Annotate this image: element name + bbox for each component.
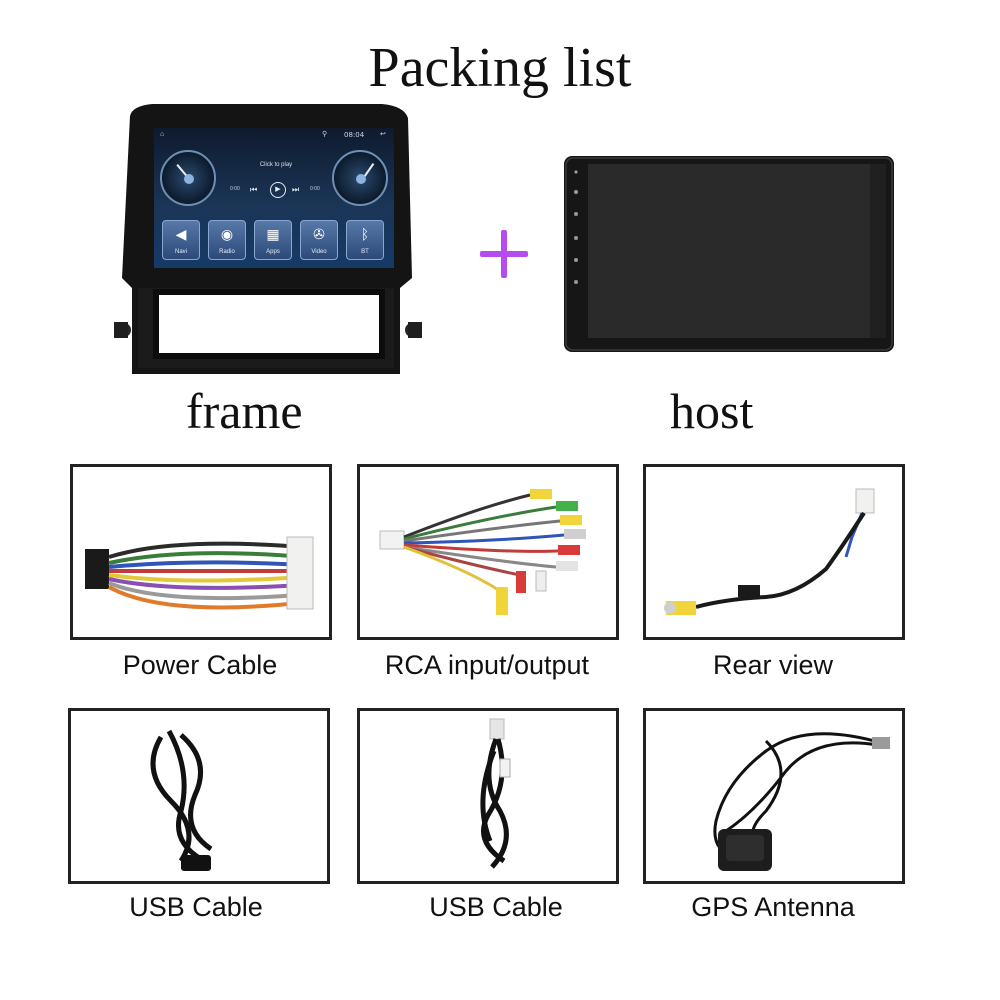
rca-cables-image [379, 489, 586, 615]
power-cable-harness-image [85, 536, 314, 610]
accessory-label: Rear view [712, 650, 834, 680]
home-icon: ⌂ [160, 131, 165, 138]
plus-icon [480, 230, 528, 278]
bluetooth-icon: ᛒ [360, 226, 370, 242]
frame-head-unit-image: ⌂ ⚲ 08:04 ↩ Click to play 0:00 ⏮ ▶ ⏭ 0:0… [112, 102, 424, 380]
next-track-icon[interactable]: ⏭ [292, 185, 300, 194]
film-reel-icon: ✇ [313, 226, 325, 242]
rpm-gauge-icon [332, 150, 388, 206]
click-to-play-label[interactable]: Click to play [259, 162, 293, 168]
accessory-label: GPS Antenna [691, 892, 855, 922]
gps-antenna-box [643, 708, 905, 884]
accessory-label: USB Cable [129, 892, 263, 922]
navigation-icon: ◀ [175, 226, 187, 242]
page-title: Packing list [368, 37, 632, 99]
time-end: 0:00 [310, 186, 320, 192]
app-label: Radio [219, 249, 235, 255]
app-dock: ◀ Navi ◉ Radio ▦ Apps ✇ Video ᛒ BT [160, 220, 388, 264]
play-icon[interactable]: ▶ [270, 182, 286, 198]
app-label: Navi [174, 249, 187, 255]
time-start: 0:00 [230, 186, 240, 192]
app-navi-button[interactable]: ◀ Navi [162, 220, 200, 260]
app-bt-button[interactable]: ᛒ BT [346, 220, 384, 260]
frame-caption: frame [186, 383, 303, 439]
speed-gauge-icon [160, 150, 216, 206]
app-label: BT [361, 249, 369, 255]
app-radio-button[interactable]: ◉ Radio [208, 220, 246, 260]
back-icon: ↩ [380, 131, 386, 138]
gps-antenna-image [713, 732, 890, 871]
app-video-button[interactable]: ✇ Video [300, 220, 338, 260]
head-unit-screen: ⌂ ⚲ 08:04 ↩ Click to play 0:00 ⏮ ▶ ⏭ 0:0… [154, 128, 394, 268]
status-icons: ⚲ [322, 131, 330, 138]
previous-track-icon[interactable]: ⏮ [250, 185, 258, 194]
accessory-label: USB Cable [429, 892, 563, 922]
app-apps-button[interactable]: ▦ Apps [254, 220, 292, 260]
power-cable-box [70, 464, 332, 640]
rear-view-cable-box [643, 464, 905, 640]
app-label: Video [311, 249, 327, 255]
status-time: 08:04 [344, 131, 365, 139]
rca-cable-box [357, 464, 619, 640]
rear-view-cable-image [664, 488, 875, 615]
host-tablet-image [564, 156, 894, 352]
usb-cable-image [480, 718, 511, 869]
host-caption: host [670, 383, 754, 439]
usb-cable-image [150, 729, 213, 871]
apps-grid-icon: ▦ [266, 226, 280, 242]
radio-icon: ◉ [220, 226, 234, 242]
media-player-controls: 0:00 ⏮ ▶ ⏭ 0:00 [230, 182, 320, 198]
app-label: Apps [266, 249, 280, 255]
accessory-label: Power Cable [122, 650, 278, 680]
usb-cable-box-2 [357, 708, 619, 884]
usb-cable-box-1 [68, 708, 330, 884]
status-bar: ⌂ ⚲ 08:04 ↩ [154, 128, 394, 142]
accessory-label: RCA input/output [384, 650, 590, 680]
